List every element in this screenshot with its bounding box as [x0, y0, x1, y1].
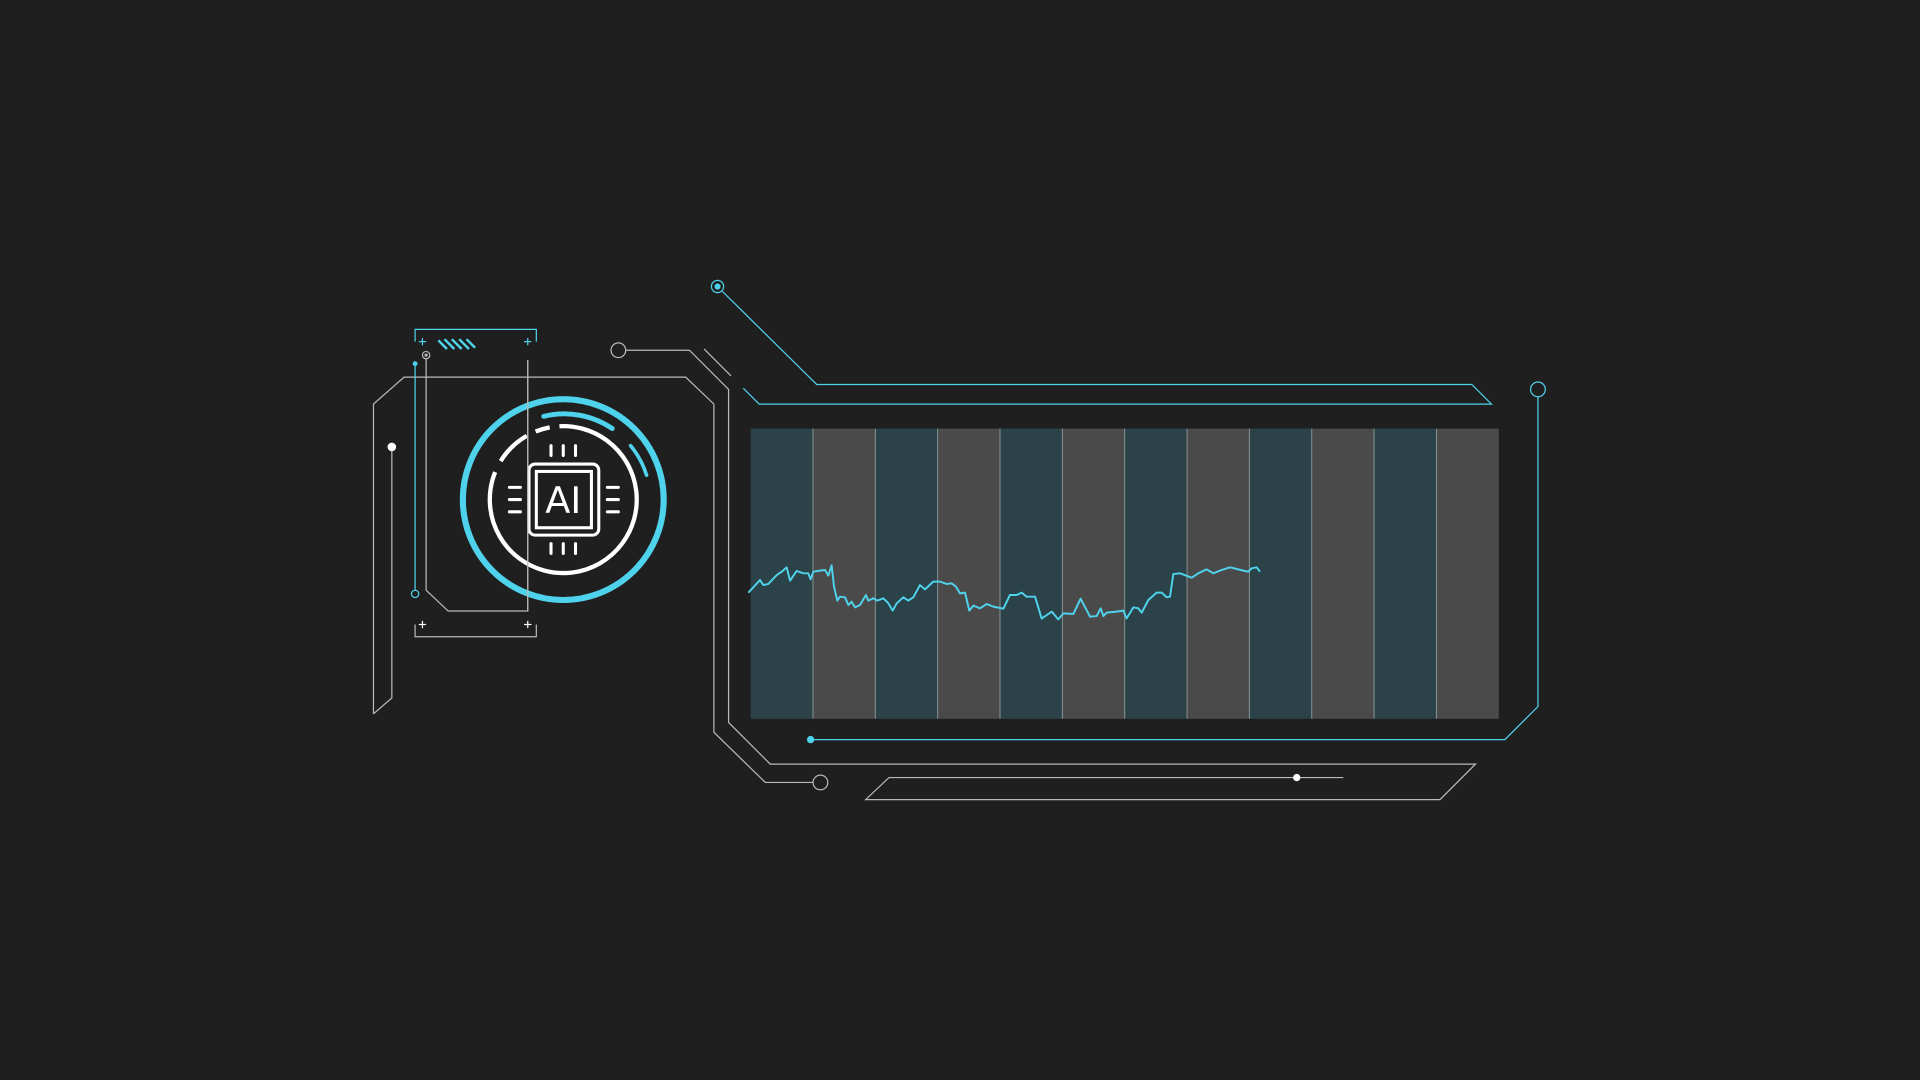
- circuit-node: [610, 342, 627, 359]
- plus-marks-top: [418, 337, 532, 346]
- waveform-line: [747, 564, 1261, 621]
- bottom-bracket: [414, 624, 537, 638]
- teal-right-trace: [810, 396, 1539, 741]
- panel-column: [1374, 428, 1437, 719]
- panel-column: [1436, 428, 1499, 719]
- column-panel: [750, 428, 1499, 719]
- left-bracket-line: [373, 446, 393, 715]
- target-node: [421, 350, 431, 360]
- teal-top-node: [710, 279, 725, 294]
- panel-column: [812, 428, 876, 719]
- teal-right-node: [1530, 381, 1546, 398]
- inner-frame-line: [425, 358, 529, 612]
- ai-chip-icon: AI: [459, 396, 667, 604]
- teal-bottom-dot: [806, 735, 815, 744]
- teal-top-node-center: [714, 283, 721, 290]
- slider-dot: [1293, 773, 1301, 782]
- ai-label: AI: [545, 479, 581, 522]
- white-dot: [387, 442, 397, 452]
- panel-column: [1000, 428, 1063, 719]
- circuit-trace: [625, 349, 1477, 801]
- panel-column: [1311, 428, 1375, 719]
- short-diagonal: [703, 348, 732, 377]
- left-outer-frame: [372, 376, 814, 784]
- panel-column: [875, 428, 938, 719]
- hatch-marks: [437, 338, 476, 350]
- frame-node: [812, 774, 829, 791]
- teal-dot: [412, 361, 418, 367]
- panel-column: [937, 428, 1000, 719]
- panel-column: [1062, 428, 1125, 719]
- plus-marks-bottom: [418, 620, 532, 629]
- panel-column: [1249, 428, 1312, 719]
- teal-top-trace: [722, 290, 1493, 405]
- target-node-center: [424, 353, 428, 357]
- top-bracket: [414, 328, 537, 342]
- teal-node: [410, 589, 420, 599]
